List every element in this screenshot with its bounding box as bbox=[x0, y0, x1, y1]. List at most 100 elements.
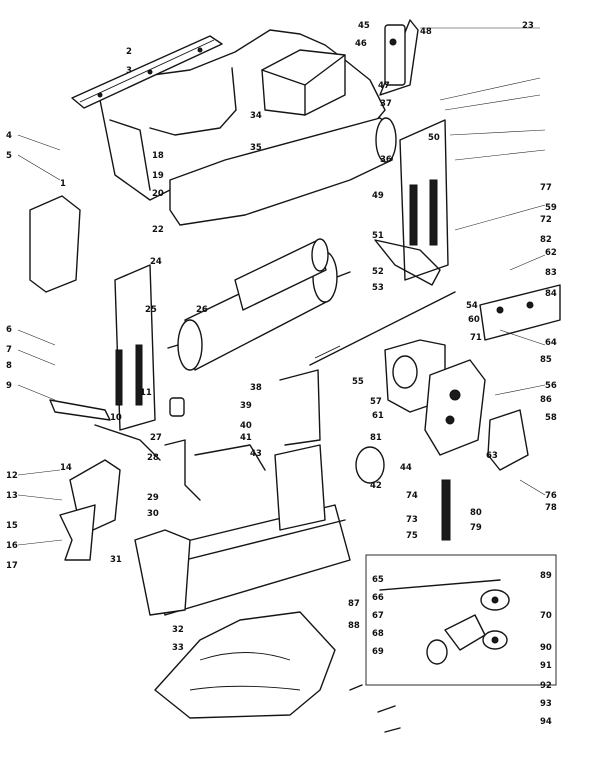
detail-inset bbox=[365, 554, 557, 686]
callout: 42 bbox=[370, 481, 382, 491]
rear-rail bbox=[71, 35, 223, 109]
callout: 62 bbox=[545, 248, 557, 258]
callout: 79 bbox=[470, 523, 482, 533]
callout: 19 bbox=[152, 171, 164, 181]
callout: 52 bbox=[372, 267, 384, 277]
left-end-plate bbox=[59, 459, 121, 561]
callout: 89 bbox=[540, 571, 552, 581]
callout: 72 bbox=[540, 215, 552, 225]
callout: 70 bbox=[540, 611, 552, 621]
callout: 38 bbox=[250, 383, 262, 393]
callout: 67 bbox=[372, 611, 384, 621]
callout: 50 bbox=[428, 133, 440, 143]
callout: 20 bbox=[152, 189, 164, 199]
drive-shaft bbox=[309, 291, 456, 366]
leader-lines bbox=[17, 27, 546, 546]
callout: 78 bbox=[545, 503, 557, 513]
callout: 16 bbox=[6, 541, 18, 551]
right-frame bbox=[374, 119, 449, 286]
callout: 80 bbox=[470, 508, 482, 518]
callout: 37 bbox=[380, 99, 392, 109]
callout: 33 bbox=[172, 643, 184, 653]
callout: 83 bbox=[545, 268, 557, 278]
callout: 86 bbox=[540, 395, 552, 405]
callout: 1 bbox=[60, 179, 66, 189]
callout: 94 bbox=[540, 717, 552, 727]
callout: 75 bbox=[406, 531, 418, 541]
callout: 14 bbox=[60, 463, 72, 473]
callout: 11 bbox=[140, 388, 152, 398]
right-small-brackets bbox=[479, 284, 561, 341]
callout: 5 bbox=[6, 151, 12, 161]
callout: 60 bbox=[468, 315, 480, 325]
screws bbox=[349, 684, 401, 733]
callout: 30 bbox=[147, 509, 159, 519]
callout: 64 bbox=[545, 338, 557, 348]
callout: 59 bbox=[545, 203, 557, 213]
left-frame bbox=[49, 264, 161, 461]
callout: 27 bbox=[150, 433, 162, 443]
callout: 46 bbox=[355, 39, 367, 49]
callout: 54 bbox=[466, 301, 478, 311]
callout: 2 bbox=[126, 47, 132, 57]
callout: 32 bbox=[172, 625, 184, 635]
callout: 35 bbox=[250, 143, 262, 153]
callout: 66 bbox=[372, 593, 384, 603]
callout: 34 bbox=[250, 111, 262, 121]
callout: 3 bbox=[126, 66, 132, 76]
callout: 73 bbox=[406, 515, 418, 525]
callout: 18 bbox=[152, 151, 164, 161]
callout-labels: 2 3 4 5 1 6 7 8 9 10 11 12 13 14 15 16 1… bbox=[6, 21, 557, 727]
base-tray bbox=[134, 444, 351, 616]
callout: 90 bbox=[540, 643, 552, 653]
callout: 25 bbox=[145, 305, 157, 315]
callout: 29 bbox=[147, 493, 159, 503]
callout: 12 bbox=[6, 471, 18, 481]
callout: 51 bbox=[372, 231, 384, 241]
callout: 9 bbox=[6, 381, 12, 391]
callout: 10 bbox=[110, 413, 122, 423]
callout: 6 bbox=[6, 325, 12, 335]
callout: 44 bbox=[400, 463, 412, 473]
top-housing bbox=[99, 19, 419, 226]
bracket-arms bbox=[164, 369, 321, 501]
paper-tray-plate bbox=[154, 611, 336, 719]
callout: 31 bbox=[110, 555, 122, 565]
callout: 92 bbox=[540, 681, 552, 691]
callout: 36 bbox=[380, 155, 392, 165]
callout: 87 bbox=[348, 599, 360, 609]
callout: 26 bbox=[196, 305, 208, 315]
callout: 55 bbox=[352, 377, 364, 387]
feed-roller bbox=[234, 238, 329, 311]
callout: 49 bbox=[372, 191, 384, 201]
callout: 93 bbox=[540, 699, 552, 709]
callout: 85 bbox=[540, 355, 552, 365]
callout: 40 bbox=[240, 421, 252, 431]
callout: 53 bbox=[372, 283, 384, 293]
callout: 17 bbox=[6, 561, 18, 571]
callout: 13 bbox=[6, 491, 18, 501]
callout: 41 bbox=[240, 433, 252, 443]
callout: 15 bbox=[6, 521, 18, 531]
callout: 23 bbox=[522, 21, 534, 31]
callout: 68 bbox=[372, 629, 384, 639]
callout: 43 bbox=[250, 449, 262, 459]
callout: 48 bbox=[420, 27, 432, 37]
callout: 65 bbox=[372, 575, 384, 585]
callout: 7 bbox=[6, 345, 12, 355]
callout: 22 bbox=[152, 225, 164, 235]
callout: 39 bbox=[240, 401, 252, 411]
callout: 24 bbox=[150, 257, 162, 267]
callout: 82 bbox=[540, 235, 552, 245]
callout: 57 bbox=[370, 397, 382, 407]
callout: 69 bbox=[372, 647, 384, 657]
gear-assembly bbox=[355, 339, 529, 541]
callout: 76 bbox=[545, 491, 557, 501]
callout: 91 bbox=[540, 661, 552, 671]
callout: 61 bbox=[372, 411, 384, 421]
callout: 58 bbox=[545, 413, 557, 423]
callout: 56 bbox=[545, 381, 557, 391]
callout: 71 bbox=[470, 333, 482, 343]
callout: 81 bbox=[370, 433, 382, 443]
